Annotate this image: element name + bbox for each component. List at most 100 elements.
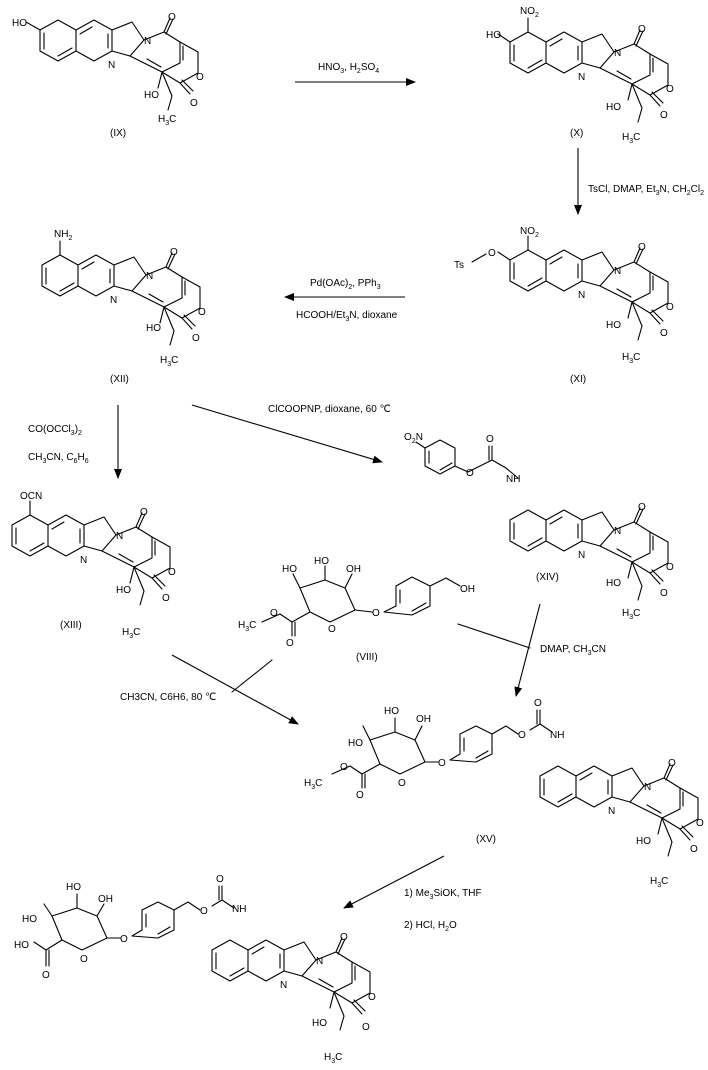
svg-text:H3C: H3C (622, 608, 640, 621)
svg-text:H3C: H3C (622, 352, 640, 365)
label-x: (X) (570, 128, 583, 139)
label-xi: (XI) (570, 374, 586, 385)
svg-text:N: N (644, 782, 651, 793)
svg-text:O: O (666, 84, 674, 95)
compound-xiii: OCN N N O O HO O H3C (11, 491, 176, 640)
cond-step8-line2: 2) HCl, H2O (404, 920, 457, 933)
compound-x: HO NO2 N N O O HO O H3C (486, 6, 674, 145)
svg-text:O: O (660, 328, 668, 339)
svg-text:H3C: H3C (324, 1052, 342, 1065)
svg-text:H3C: H3C (160, 355, 178, 368)
svg-text:O: O (140, 507, 148, 518)
svg-text:NO2: NO2 (520, 226, 539, 239)
cond-step4-line1: CO(OCCl3)2 (28, 424, 82, 437)
svg-text:OH: OH (416, 714, 431, 725)
svg-text:N: N (578, 550, 585, 561)
svg-text:O: O (660, 110, 668, 121)
svg-text:N: N (110, 295, 117, 306)
svg-text:O: O (534, 698, 542, 709)
svg-text:N: N (608, 806, 615, 817)
cond-step2: TsCl, DMAP, Et3N, CH2Cl2 (588, 184, 704, 197)
svg-text:NH: NH (550, 730, 564, 741)
svg-text:OH: OH (98, 894, 113, 905)
svg-text:HO: HO (606, 320, 621, 331)
svg-text:O: O (270, 608, 278, 619)
svg-text:O: O (666, 302, 674, 313)
svg-text:NH: NH (506, 474, 520, 485)
svg-text:O: O (170, 247, 178, 258)
compound-xi: Ts O NO2 N N O O HO O H3C (454, 226, 674, 365)
svg-text:HO: HO (636, 836, 651, 847)
svg-text:O: O (216, 874, 224, 885)
svg-text:HO: HO (14, 940, 29, 951)
svg-text:O: O (196, 72, 204, 83)
svg-text:Ts: Ts (454, 260, 464, 271)
arrow-step6-merge (231, 659, 273, 693)
svg-text:O: O (638, 502, 646, 513)
compound-xii: NH2 N N O O HO O H3C (41, 229, 206, 368)
svg-text:N: N (614, 526, 621, 537)
compound-xv: HO HO OH O O O O H3C O O NH N N O O HO O… (304, 698, 704, 889)
label-xv: (XV) (476, 834, 496, 845)
label-xiii: (XIII) (60, 620, 82, 631)
cond-step8-line1: 1) Me3SiOK, THF (404, 888, 482, 901)
svg-text:N: N (144, 36, 151, 47)
svg-text:N: N (108, 60, 115, 71)
svg-text:N: N (80, 555, 87, 566)
svg-text:O: O (80, 954, 88, 965)
label-xiv: (XIV) (536, 572, 559, 583)
label-viii: (VIII) (356, 652, 378, 663)
cond-step6: CH3CN, C6H6, 80 ℃ (120, 692, 216, 703)
svg-text:O: O (638, 24, 646, 35)
svg-text:HO: HO (606, 102, 621, 113)
svg-text:HO: HO (146, 323, 161, 334)
svg-text:O: O (696, 818, 704, 829)
svg-text:O: O (488, 248, 496, 259)
svg-text:N: N (116, 531, 123, 542)
svg-text:HO: HO (486, 30, 501, 41)
svg-text:O: O (660, 588, 668, 599)
arrow-step8 (343, 855, 445, 909)
svg-text:O: O (368, 992, 376, 1003)
svg-text:H3C: H3C (304, 778, 322, 791)
compound-ix: HO N N O O HO O H3C (12, 12, 204, 127)
cond-step1: HNO3, H2SO4 (318, 62, 379, 75)
atom-ho: HO (12, 18, 27, 29)
svg-text:O: O (120, 934, 128, 945)
label-ix: (IX) (110, 128, 126, 139)
svg-text:O: O (328, 624, 336, 635)
svg-text:H3C: H3C (622, 132, 640, 145)
svg-text:HO: HO (348, 738, 363, 749)
svg-text:HO: HO (22, 914, 37, 925)
svg-text:O: O (398, 778, 406, 789)
svg-text:O: O (168, 567, 176, 578)
svg-text:O: O (356, 790, 364, 801)
svg-text:HO: HO (116, 585, 131, 596)
cond-step5: ClCOOPNP, dioxane, 60 ℃ (268, 404, 391, 415)
svg-text:O: O (466, 468, 474, 479)
svg-text:HO: HO (606, 578, 621, 589)
svg-text:O: O (42, 970, 50, 981)
label-xii: (XII) (110, 374, 129, 385)
svg-text:H3C: H3C (238, 620, 256, 633)
compound-viii: HO HO OH O O O O H3C OH (238, 556, 475, 649)
cond-step3-line2: HCOOH/Et3N, dioxane (296, 310, 398, 323)
svg-text:O: O (666, 562, 674, 573)
svg-text:O: O (486, 434, 494, 445)
svg-text:O: O (690, 844, 698, 855)
svg-text:HO: HO (314, 556, 329, 567)
svg-text:H3C: H3C (650, 876, 668, 889)
svg-text:O: O (438, 758, 446, 769)
svg-text:O: O (198, 307, 206, 318)
svg-text:O: O (200, 906, 208, 917)
svg-text:O: O (190, 98, 198, 109)
svg-text:N: N (146, 271, 153, 282)
svg-text:N: N (578, 290, 585, 301)
svg-text:N: N (316, 956, 323, 967)
svg-text:NH: NH (232, 904, 246, 915)
arrow-step7 (514, 603, 541, 697)
compound-final: HO HO OH O O HO O O O NH N N O O HO O H3… (14, 874, 376, 1065)
compound-xiv: O2N O O NH N N O O HO O H3C (404, 432, 674, 621)
svg-text:OH: OH (460, 584, 475, 595)
